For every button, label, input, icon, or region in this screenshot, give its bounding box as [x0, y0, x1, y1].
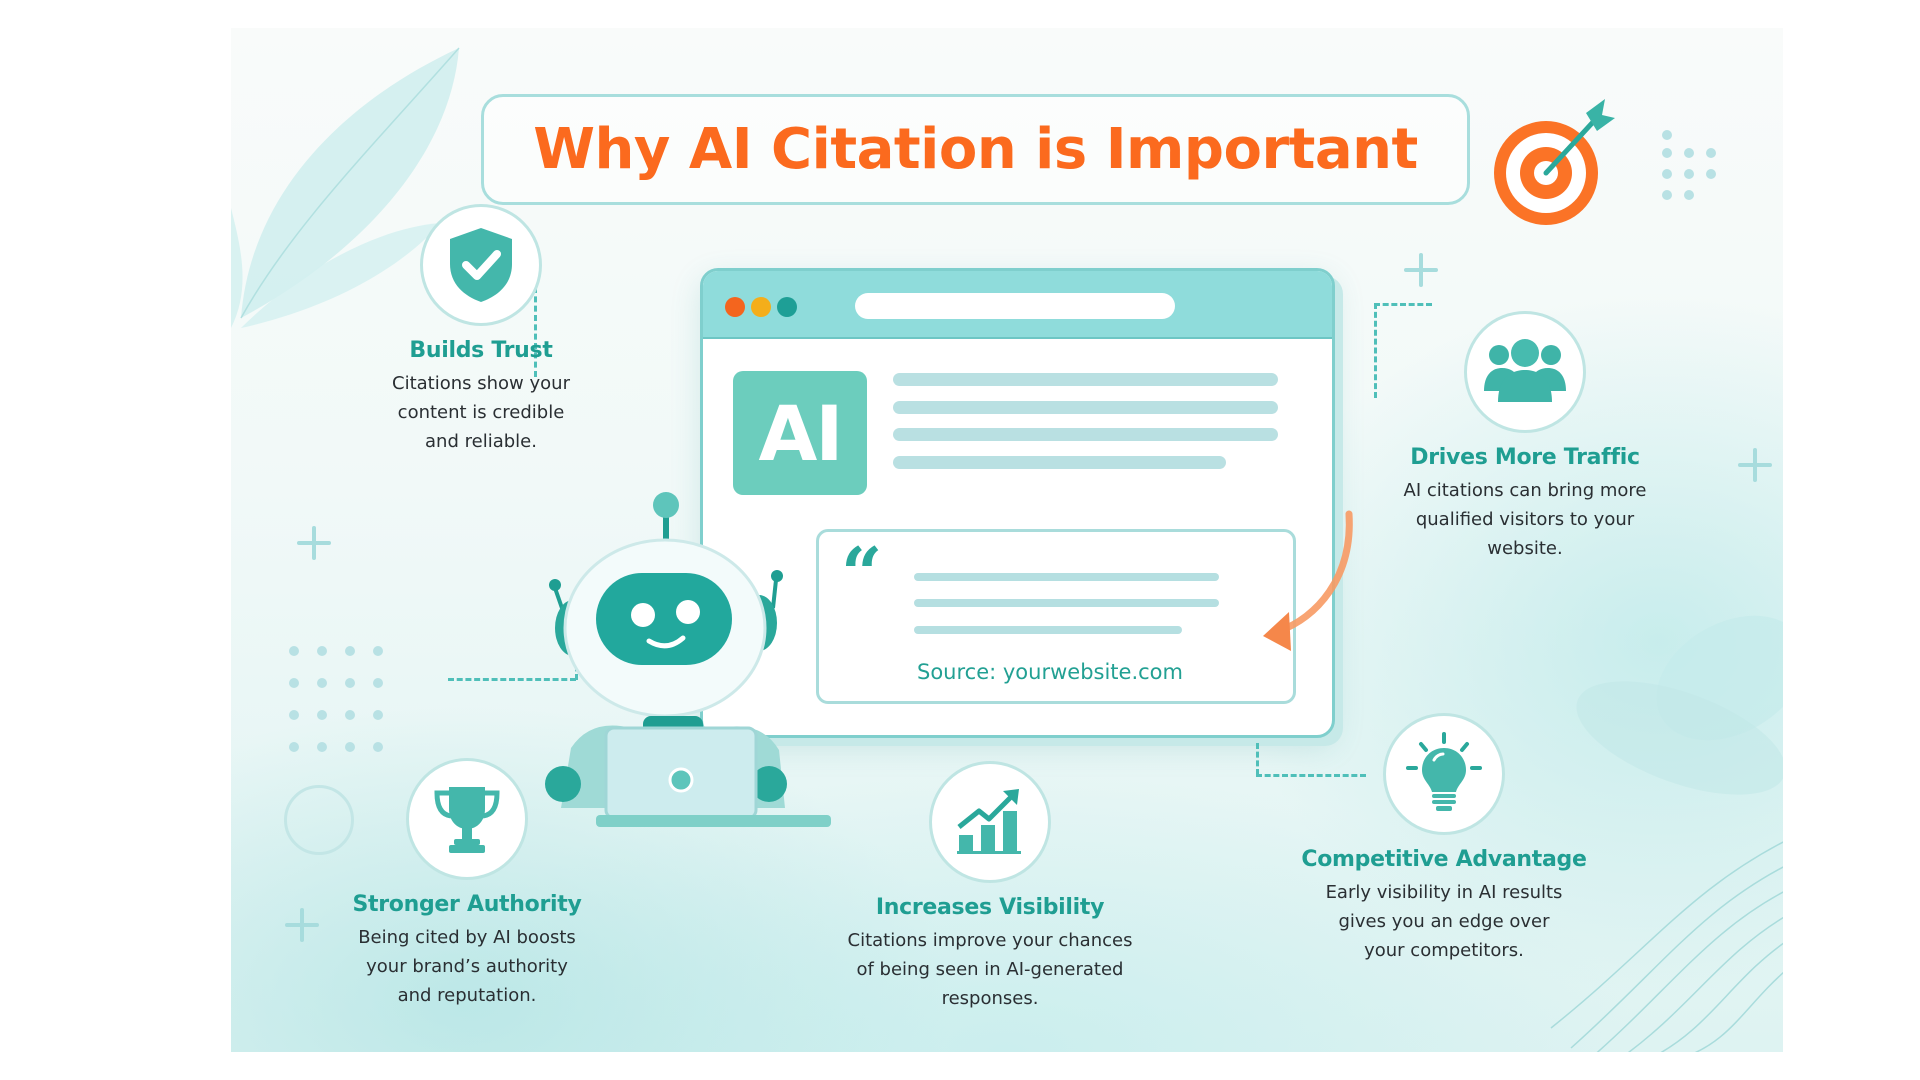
feature-title: Competitive Advantage	[1301, 847, 1587, 872]
leaf-decoration-icon	[231, 47, 460, 328]
text-placeholder-line	[893, 428, 1278, 441]
close-dot-icon	[725, 297, 745, 317]
feature-icon-circle	[929, 761, 1051, 883]
text-placeholder-line	[893, 373, 1278, 386]
feature-description: AI citations can bring more qualified vi…	[1403, 480, 1647, 559]
feature-description: Early visibility in AI results gives you…	[1325, 882, 1563, 961]
quote-line	[914, 626, 1182, 634]
shield-check-icon	[450, 228, 512, 302]
quote-line	[914, 573, 1219, 581]
connector-line	[448, 678, 576, 681]
feature-icon-circle	[420, 204, 542, 326]
browser-title-bar	[703, 271, 1332, 339]
feature-icon-circle	[406, 758, 528, 880]
robot-mascot-icon	[545, 492, 831, 827]
quote-mark-icon: “	[841, 531, 883, 616]
feature-increases-visibility: Increases Visibility Citations improve y…	[770, 761, 1210, 1013]
feature-description: Citations show your content is credible …	[392, 373, 570, 452]
trophy-icon	[434, 787, 500, 853]
circle-decoration	[284, 785, 354, 855]
feature-title: Drives More Traffic	[1410, 445, 1640, 470]
source-link-text: Source: yourwebsite.com	[917, 660, 1183, 684]
connector-line	[1256, 774, 1366, 777]
citation-card: “ Source: yourwebsite.com	[816, 529, 1296, 704]
text-placeholder-line	[893, 401, 1278, 414]
plus-decoration	[1738, 448, 1772, 482]
target-with-arrow-icon	[1494, 99, 1615, 225]
feature-title: Stronger Authority	[352, 892, 582, 917]
feature-description: Citations improve your chances of being …	[847, 930, 1133, 1009]
address-bar	[855, 293, 1175, 319]
connector-line	[1256, 743, 1259, 775]
ai-badge: AI	[733, 371, 867, 495]
feature-stronger-authority: Stronger Authority Being cited by AI boo…	[277, 758, 657, 1010]
feature-title: Builds Trust	[409, 338, 553, 363]
feature-competitive-advantage: Competitive Advantage Early visibility i…	[1234, 713, 1654, 965]
text-placeholder-line	[893, 456, 1226, 469]
infographic-panel: Why AI Citation is Important AI	[231, 28, 1783, 1052]
browser-mockup: AI “ Source: yourwebsite.com	[700, 268, 1335, 738]
connector-line	[1374, 303, 1432, 306]
feature-builds-trust: Builds Trust Citations show your content…	[301, 204, 661, 456]
plus-decoration	[297, 526, 331, 560]
lightbulb-icon	[1406, 732, 1482, 811]
connector-line	[534, 259, 537, 377]
feature-description: Being cited by AI boosts your brand’s au…	[358, 927, 576, 1006]
quote-line	[914, 599, 1219, 607]
minimize-dot-icon	[751, 297, 771, 317]
feature-drives-traffic: Drives More Traffic AI citations can bri…	[1325, 311, 1725, 563]
feature-icon-circle	[1464, 311, 1586, 433]
feature-icon-circle	[1383, 713, 1505, 835]
feature-title: Increases Visibility	[875, 895, 1105, 920]
maximize-dot-icon	[777, 297, 797, 317]
title-banner: Why AI Citation is Important	[481, 94, 1470, 205]
curved-arrow-icon	[1263, 510, 1353, 651]
plus-decoration	[285, 908, 319, 942]
connector-line	[1374, 303, 1377, 398]
plus-decoration	[1404, 253, 1438, 287]
page-title: Why AI Citation is Important	[533, 117, 1418, 182]
growth-chart-icon	[957, 789, 1021, 854]
leaf-decoration-right-icon	[1550, 615, 1783, 1052]
users-group-icon	[1484, 339, 1566, 402]
